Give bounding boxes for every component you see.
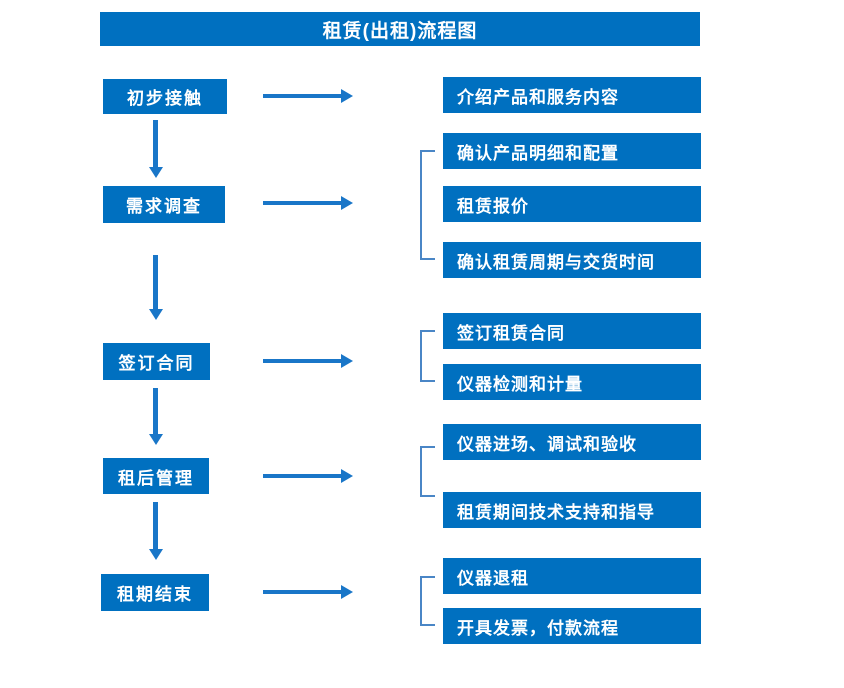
right-arrow-3 — [263, 354, 353, 368]
bracket-group-5 — [420, 576, 435, 626]
step-label: 租后管理 — [118, 468, 194, 488]
arrow-head-icon — [341, 585, 353, 599]
right-arrow-4 — [263, 469, 353, 483]
arrow-head-icon — [341, 469, 353, 483]
output-label: 签订租赁合同 — [457, 323, 565, 343]
output-label: 仪器进场、调试和验收 — [457, 434, 637, 454]
bracket-group-3 — [420, 330, 435, 382]
arrow-shaft — [263, 474, 341, 478]
arrow-shaft — [263, 201, 341, 205]
arrow-head-icon — [149, 549, 163, 560]
output-box: 仪器检测和计量 — [443, 364, 701, 400]
step-label: 签订合同 — [118, 354, 195, 373]
output-box: 确认产品明细和配置 — [443, 133, 701, 169]
step-label: 租期结束 — [117, 585, 193, 604]
flowchart-title: 租赁(出租)流程图 — [322, 20, 478, 42]
arrow-head-icon — [341, 196, 353, 210]
output-label: 介绍产品和服务内容 — [457, 87, 619, 107]
down-arrow-2 — [149, 255, 163, 320]
output-label: 确认产品明细和配置 — [457, 143, 619, 163]
arrow-head-icon — [341, 89, 353, 103]
step-label: 需求调查 — [126, 197, 202, 216]
down-arrow-4 — [149, 502, 163, 560]
down-arrow-3 — [149, 388, 163, 445]
arrow-shaft — [153, 388, 158, 434]
step-box-initial-contact: 初步接触 — [103, 79, 227, 114]
output-box: 确认租赁周期与交货时间 — [443, 242, 701, 278]
arrow-shaft — [263, 590, 341, 594]
arrow-shaft — [153, 255, 158, 309]
step-label: 初步接触 — [127, 89, 203, 108]
down-arrow-1 — [149, 120, 163, 178]
output-box: 租赁报价 — [443, 186, 701, 222]
output-label: 开具发票，付款流程 — [457, 618, 619, 638]
arrow-head-icon — [149, 434, 163, 445]
arrow-shaft — [263, 94, 341, 98]
bracket-group-4 — [420, 446, 435, 497]
output-box: 仪器进场、调试和验收 — [443, 424, 701, 460]
arrow-shaft — [153, 120, 158, 167]
right-arrow-1 — [263, 89, 353, 103]
output-label: 租赁期间技术支持和指导 — [457, 502, 655, 522]
output-label: 确认租赁周期与交货时间 — [457, 252, 655, 272]
output-box: 租赁期间技术支持和指导 — [443, 492, 701, 528]
output-box: 仪器退租 — [443, 558, 701, 594]
right-arrow-5 — [263, 585, 353, 599]
bracket-group-2 — [420, 150, 435, 260]
right-arrow-2 — [263, 196, 353, 210]
step-box-needs-survey: 需求调查 — [103, 186, 225, 223]
arrow-head-icon — [149, 309, 163, 320]
output-label: 仪器退租 — [457, 568, 529, 588]
step-box-post-rental-management: 租后管理 — [103, 458, 209, 494]
output-label: 租赁报价 — [457, 196, 529, 216]
output-label: 仪器检测和计量 — [457, 374, 583, 394]
output-box: 签订租赁合同 — [443, 313, 701, 349]
arrow-shaft — [153, 502, 158, 549]
flowchart-title-bar: 租赁(出租)流程图 — [100, 12, 700, 46]
step-box-sign-contract: 签订合同 — [103, 343, 210, 380]
output-box: 开具发票，付款流程 — [443, 608, 701, 644]
arrow-head-icon — [149, 167, 163, 178]
arrow-shaft — [263, 359, 341, 363]
output-box: 介绍产品和服务内容 — [443, 77, 701, 113]
arrow-head-icon — [341, 354, 353, 368]
step-box-rental-end: 租期结束 — [101, 574, 209, 611]
